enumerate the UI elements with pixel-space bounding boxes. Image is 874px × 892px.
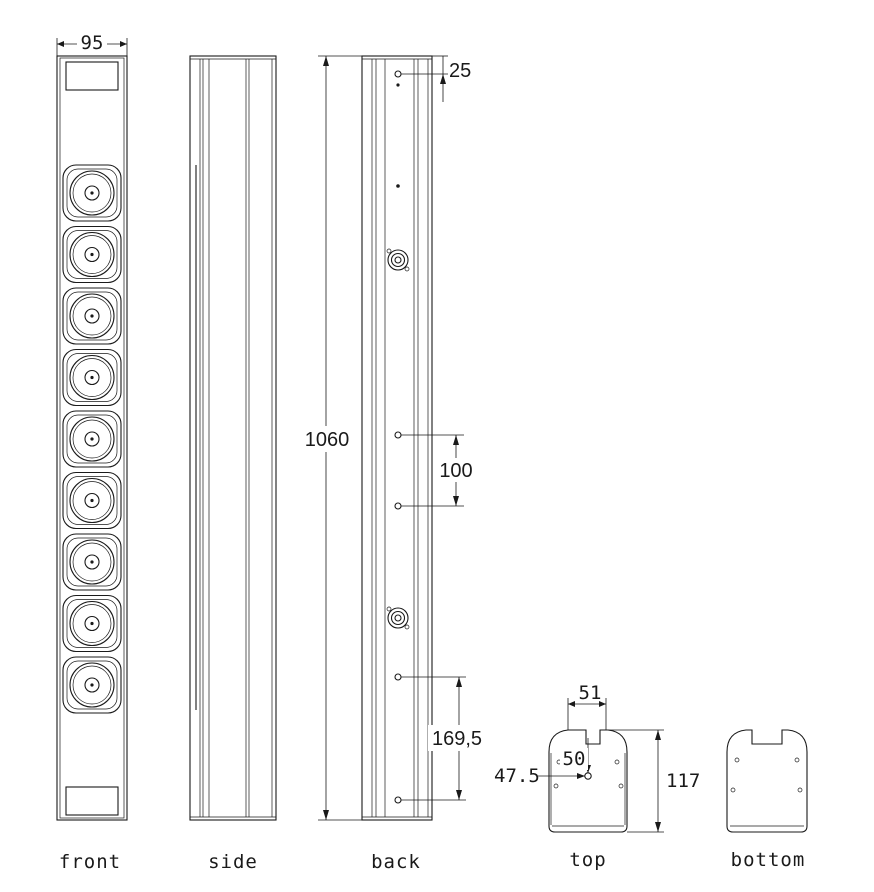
front-outline bbox=[56, 55, 128, 821]
label-bottom: bottom bbox=[731, 849, 806, 871]
side-view bbox=[189, 55, 277, 821]
mount-hole bbox=[394, 502, 402, 510]
dim-top-hole-y-label: 50 bbox=[563, 748, 586, 770]
dim-top-slot-label: 51 bbox=[579, 682, 602, 704]
driver-icon bbox=[62, 533, 122, 591]
top-outline bbox=[548, 729, 628, 833]
side-outline bbox=[189, 55, 277, 821]
dim-top-hole-x: 47.5 bbox=[494, 765, 585, 787]
speakon-connector-lower-icon bbox=[386, 606, 410, 630]
front-top-handle bbox=[65, 61, 119, 91]
bottom-outline bbox=[726, 729, 808, 833]
front-view bbox=[56, 55, 128, 821]
dim-height-label: 1060 bbox=[305, 429, 350, 451]
driver-icon bbox=[62, 287, 122, 345]
bottom-view bbox=[726, 729, 808, 833]
dim-hole-spacing: 100 bbox=[401, 434, 474, 507]
mount-hole bbox=[394, 673, 402, 681]
label-top: top bbox=[569, 849, 606, 871]
dim-width: 95 bbox=[56, 32, 128, 56]
dim-top-hole-y: 50 bbox=[560, 738, 591, 773]
dim-hole-spacing-label: 100 bbox=[439, 460, 472, 482]
front-bottom-handle bbox=[65, 786, 119, 816]
dim-depth: 117 bbox=[608, 729, 700, 833]
mount-hole bbox=[394, 431, 402, 439]
driver-icon bbox=[62, 594, 122, 653]
driver-icon bbox=[62, 656, 122, 714]
driver-icon bbox=[62, 348, 122, 407]
driver-icon bbox=[62, 410, 122, 468]
speakon-connector-upper-icon bbox=[386, 248, 410, 272]
back-view bbox=[361, 55, 433, 821]
dim-width-label: 95 bbox=[81, 32, 104, 54]
dim-top-offset: 25 bbox=[401, 55, 471, 102]
mount-hole bbox=[394, 70, 402, 78]
dim-height: 1060 bbox=[304, 55, 362, 821]
front-inner-outline bbox=[59, 57, 125, 819]
label-side: side bbox=[208, 851, 258, 873]
mount-hole bbox=[394, 796, 402, 804]
dim-top-slot: 51 bbox=[567, 682, 607, 730]
dim-bottom-offset: 169,5 bbox=[401, 676, 486, 801]
label-back: back bbox=[371, 851, 421, 873]
front-drivers bbox=[62, 164, 122, 714]
dim-bottom-offset-label: 169,5 bbox=[432, 728, 482, 750]
dim-depth-label: 117 bbox=[666, 770, 700, 792]
driver-icon bbox=[62, 225, 122, 284]
label-front: front bbox=[59, 851, 121, 873]
top-center-hole bbox=[584, 772, 592, 780]
dim-top-offset-label: 25 bbox=[449, 60, 471, 82]
dim-top-hole-x-label: 47.5 bbox=[494, 765, 540, 787]
back-outline bbox=[361, 55, 433, 821]
driver-icon bbox=[62, 471, 122, 530]
driver-icon bbox=[62, 164, 122, 222]
